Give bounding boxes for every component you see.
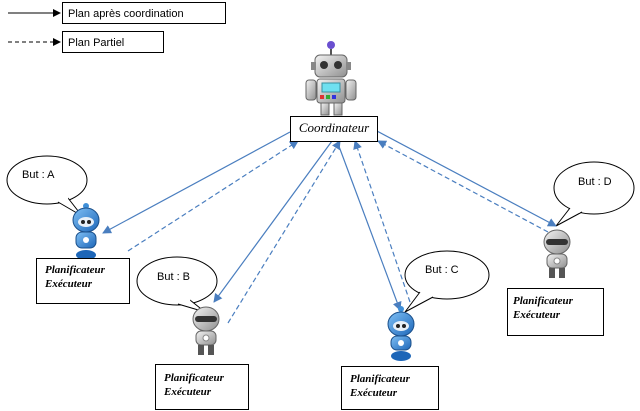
agent-d-role1: Planificateur [513,295,573,307]
agent-b-box: Planificateur Exécuteur [155,364,249,410]
agent-b-role2: Exécuteur [164,386,212,398]
speech-bubble-c [404,250,490,313]
speech-bubble-d [553,161,635,227]
coordinator-robot-icon [305,41,357,116]
speech-bubble-a [6,155,88,217]
agent-a-robot-icon [72,203,100,260]
agent-a-role2: Exécuteur [45,278,93,290]
legend-dashed-label: Plan Partiel [62,31,164,53]
arrow-dashed-from-b [227,140,341,324]
agent-d-box: Planificateur Exécuteur [507,288,604,336]
arrow-dashed-from-c [353,140,411,303]
coordinator-label: Coordinateur [298,120,370,135]
arrow-dashed-from-d [377,140,549,233]
arrow-solid-to-b [213,140,333,303]
agent-a-role1: Planificateur [45,264,105,276]
arrow-solid-to-c [336,140,402,311]
agent-b-robot-icon [192,306,220,355]
arrow-solid-to-d [374,129,557,227]
agent-d-role2: Exécuteur [513,309,561,321]
agent-c-box: Planificateur Exécuteur [341,366,439,410]
agent-c-robot-icon [387,306,415,361]
speech-bubble-b [136,256,218,313]
agent-a-box: Planificateur Exécuteur [36,258,130,304]
goal-a-text: But : A [22,169,55,181]
arrow-solid-to-a [102,131,291,234]
agent-d-robot-icon [543,229,571,278]
goal-d-text: But : D [578,176,612,188]
agent-b-role1: Planificateur [164,372,224,384]
agent-c-role2: Exécuteur [350,387,398,399]
agent-c-role1: Planificateur [350,373,410,385]
arrow-dashed-from-a [127,140,299,252]
goal-b-text: But : B [157,271,191,283]
goal-c-text: But : C [425,264,459,276]
coordinator-box: Coordinateur [290,116,378,142]
legend-solid-label: Plan après coordination [62,2,226,24]
